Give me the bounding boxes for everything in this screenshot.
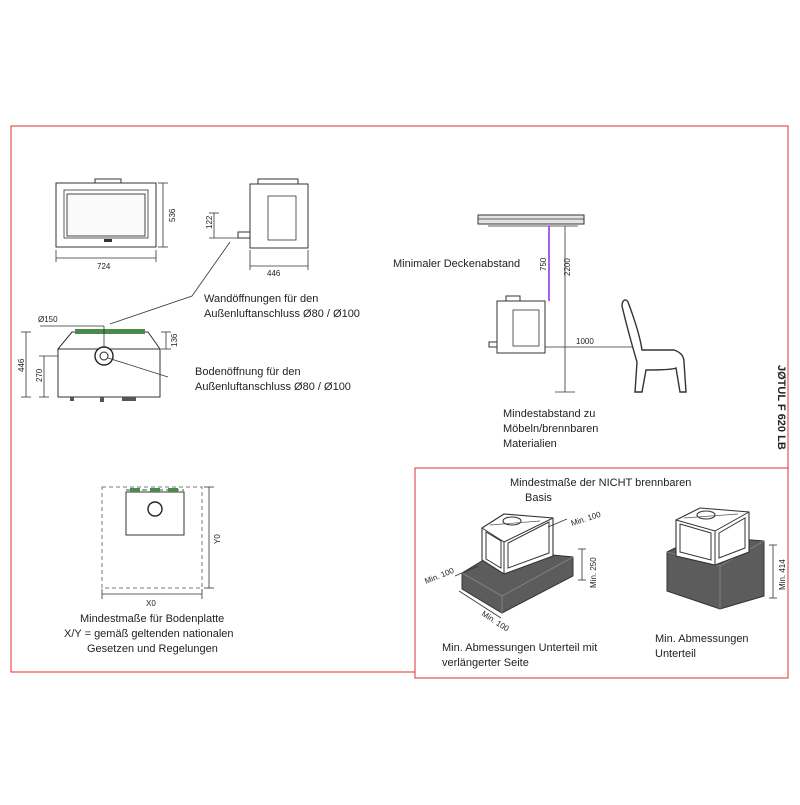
base-box-title-2: Basis xyxy=(525,492,552,504)
page-frame xyxy=(10,125,789,673)
top-view-hole-dim: Ø150 xyxy=(38,315,58,324)
product-title: JØTUL F 620 LB xyxy=(775,365,787,450)
wall-opening-note-2: Außenluftanschluss Ø80 / Ø100 xyxy=(204,308,360,320)
base-box-title-1: Mindestmaße der NICHT brennbaren xyxy=(510,477,691,489)
base-left-caption-1: Min. Abmessungen Unterteil mit xyxy=(442,642,597,654)
floor-opening-leader xyxy=(107,357,169,378)
floor-plate-caption-2: X/Y = gemäß geltenden nationalen xyxy=(64,628,234,640)
floor-opening-note-1: Bodenöffnung für den xyxy=(195,366,301,378)
ceiling-label: Minimaler Deckenabstand xyxy=(393,258,520,270)
floor-plate-caption-3: Gesetzen und Regelungen xyxy=(87,643,218,655)
base-right-illustration: Min. 414 xyxy=(666,507,787,610)
base-left-min-250: Min. 250 xyxy=(589,557,598,588)
furniture-note-2: Möbeln/brennbaren xyxy=(503,423,598,435)
base-right-caption-1: Min. Abmessungen xyxy=(655,633,749,645)
side-depth-dim: 446 xyxy=(267,269,281,278)
top-view-depth-dim: 446 xyxy=(17,358,26,372)
floor-opening-note-2: Außenluftanschluss Ø80 / Ø100 xyxy=(195,381,351,393)
chair-icon xyxy=(621,299,687,393)
top-view-body xyxy=(57,348,161,398)
front-glass xyxy=(66,193,146,237)
top-view-offset-dim: 270 xyxy=(35,368,44,382)
side-stove-body xyxy=(249,183,309,249)
floor-plate-x-dim: X0 xyxy=(146,599,156,608)
top-view-front xyxy=(56,331,161,350)
total-height-dim: 2200 xyxy=(563,258,572,276)
floor-plate-caption-1: Mindestmaße für Bodenplatte xyxy=(80,613,224,625)
side-glass xyxy=(267,195,297,241)
floor-plate-opening xyxy=(147,501,163,517)
side-air-inlet xyxy=(237,231,251,239)
clearance-view: 750 2200 1000 xyxy=(477,214,687,393)
ceiling xyxy=(477,214,585,225)
top-view: Ø150 446 270 136 xyxy=(17,315,179,402)
base-left-caption-2: verlängerter Seite xyxy=(442,657,529,669)
clearance-stove xyxy=(496,300,546,354)
front-logo xyxy=(104,239,112,242)
floor-plate-view: X0 Y0 xyxy=(101,486,222,608)
furniture-dist-dim: 1000 xyxy=(576,337,594,346)
ceiling-min-dim: 750 xyxy=(539,257,548,271)
top-view-side-dim: 136 xyxy=(170,333,179,347)
front-glass-outer xyxy=(63,189,149,239)
side-inlet-height-dim: 122 xyxy=(205,215,214,229)
base-right-min-414: Min. 414 xyxy=(778,559,787,590)
top-view-plate-strip xyxy=(75,329,145,334)
floor-plate-outline xyxy=(101,486,203,589)
furniture-note-3: Materialien xyxy=(503,438,557,450)
floor-opening-circle xyxy=(94,346,114,366)
side-view: 122 446 xyxy=(205,178,309,278)
front-height-dim: 536 xyxy=(168,208,177,222)
base-right-caption-2: Unterteil xyxy=(655,648,696,660)
front-width-dim: 724 xyxy=(97,262,111,271)
front-view: 724 536 xyxy=(55,178,177,271)
floor-plate-y-dim: Y0 xyxy=(213,534,222,544)
furniture-note-1: Mindestabstand zu xyxy=(503,408,595,420)
wall-opening-note-1: Wandöffnungen für den xyxy=(204,293,318,305)
wall-opening-leader xyxy=(109,241,231,325)
